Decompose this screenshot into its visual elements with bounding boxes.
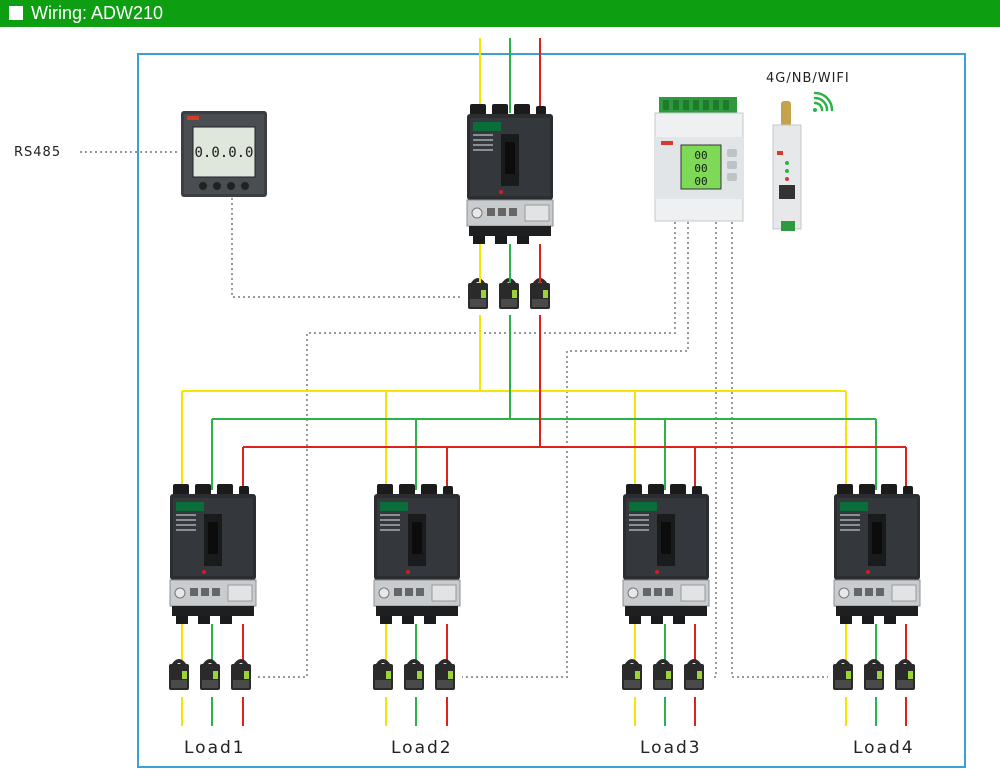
- adw210-meter: 00 00 00: [654, 97, 744, 222]
- wireless-label: 4G/NB/WIFI: [766, 71, 850, 86]
- load4-label: Load4: [853, 738, 915, 758]
- adw210-readout-3: 00: [694, 175, 707, 188]
- page-title: Wiring: ADW210: [31, 3, 164, 23]
- adw210-readout-2: 00: [694, 162, 707, 175]
- panel-meter-readout: 0.0.0.0: [194, 145, 253, 161]
- branch-breaker-2: [373, 483, 461, 625]
- main-breaker: [466, 103, 554, 245]
- phase-a-wires: [181, 38, 847, 726]
- branch-ct-group-4: [831, 659, 917, 692]
- phase-c-wires: [242, 38, 907, 726]
- branch-ct-group-3: [620, 659, 706, 692]
- branch-ct-group-2: [371, 659, 457, 692]
- load1-label: Load1: [184, 738, 246, 758]
- header-bar: Wiring: ADW210: [0, 0, 1000, 27]
- antenna-icon: [781, 101, 791, 127]
- load2-label: Load2: [391, 738, 453, 758]
- comm-lines: [80, 151, 828, 678]
- wifi-signal-icon: [813, 91, 834, 112]
- adw210-readout-1: 00: [694, 149, 707, 162]
- diagram-frame: [137, 53, 966, 768]
- wireless-module: [772, 101, 802, 231]
- branch-ct-group-1: [167, 659, 253, 692]
- branch-breaker-4: [833, 483, 921, 625]
- rs485-label: RS485: [14, 145, 62, 160]
- header-square-icon: [9, 6, 23, 20]
- panel-meter: 0.0.0.0: [181, 111, 267, 197]
- phase-b-wires: [211, 38, 877, 726]
- main-ct-group: [466, 278, 552, 311]
- branch-breaker-3: [622, 483, 710, 625]
- branch-breaker-1: [169, 483, 257, 625]
- load3-label: Load3: [640, 738, 702, 758]
